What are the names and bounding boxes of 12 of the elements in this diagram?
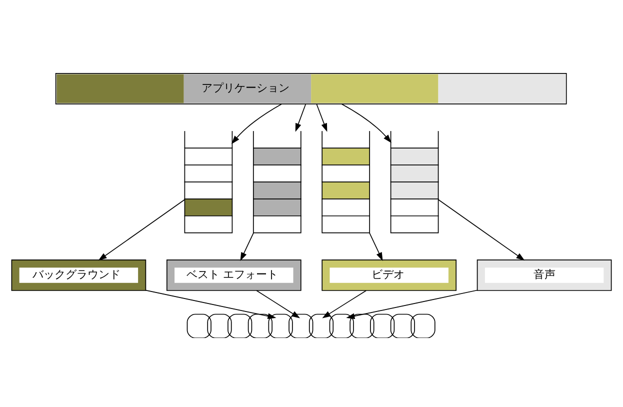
arrow: [295, 103, 306, 132]
arrow: [322, 290, 367, 318]
arrow: [256, 290, 300, 318]
arrow: [346, 289, 478, 319]
arrow: [145, 289, 276, 319]
arrow: [231, 103, 282, 144]
arrow: [341, 103, 392, 142]
arrow: [369, 232, 383, 260]
arrow: [240, 232, 254, 260]
arrow: [316, 103, 328, 132]
arrow: [98, 198, 186, 260]
arrow: [438, 198, 525, 260]
